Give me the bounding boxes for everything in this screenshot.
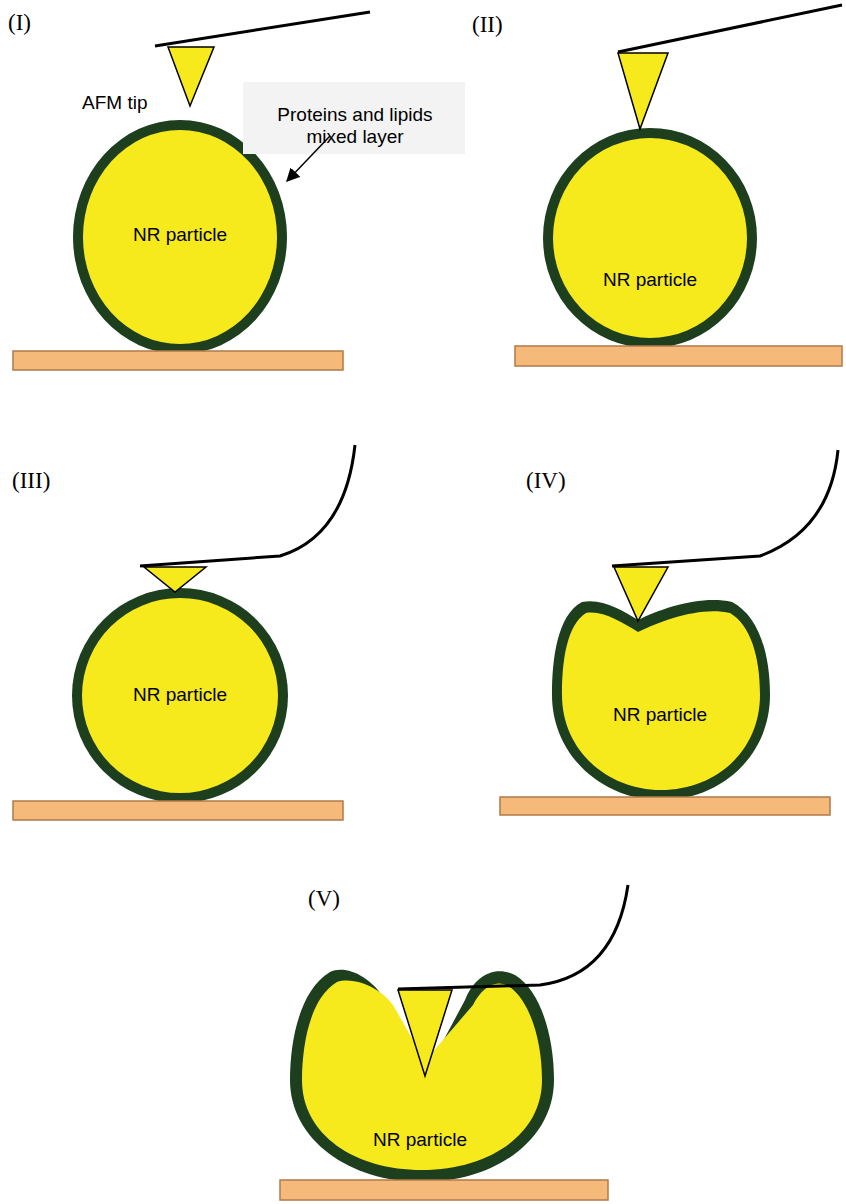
afm-tip bbox=[398, 990, 452, 1076]
protein-lipid-layer bbox=[73, 120, 287, 354]
protein-lipid-layer bbox=[552, 600, 770, 800]
panel-number: (III) bbox=[12, 468, 50, 494]
particle-node: NR particle bbox=[543, 128, 757, 348]
callout-label: Proteins and lipids mixed layer bbox=[255, 104, 455, 148]
panel-number: (II) bbox=[472, 12, 503, 38]
particle-node: NR particle bbox=[73, 120, 287, 354]
protein-lipid-layer bbox=[543, 128, 757, 348]
particle-label: NR particle bbox=[373, 1129, 467, 1151]
substrate bbox=[13, 351, 343, 370]
afm-tip bbox=[618, 53, 668, 129]
particle-label: NR particle bbox=[133, 684, 227, 706]
particle-label: NR particle bbox=[613, 704, 707, 726]
panel-number: (IV) bbox=[526, 468, 566, 494]
cantilever bbox=[140, 445, 355, 566]
particle-label: NR particle bbox=[603, 269, 697, 291]
cantilever bbox=[612, 450, 838, 566]
rubber-core bbox=[302, 981, 542, 1170]
particle-label: NR particle bbox=[133, 224, 227, 246]
substrate bbox=[13, 801, 343, 820]
particle-outline bbox=[543, 128, 757, 348]
cantilever bbox=[155, 12, 370, 46]
afm-tip bbox=[144, 567, 206, 592]
particle-node: NR particle bbox=[552, 590, 770, 800]
protein-lipid-layer bbox=[72, 588, 288, 803]
panel-number: (I) bbox=[8, 10, 31, 36]
substrate bbox=[500, 797, 830, 815]
substrate bbox=[515, 346, 842, 366]
protein-lipid-layer bbox=[290, 970, 554, 1182]
part-label: AFM tip bbox=[82, 92, 147, 114]
substrate bbox=[280, 1180, 608, 1200]
afm-tip bbox=[614, 567, 668, 621]
rubber-core bbox=[553, 138, 747, 338]
rubber-core bbox=[82, 598, 278, 793]
rubber-core bbox=[562, 611, 760, 790]
cantilever bbox=[398, 885, 628, 989]
cantilever bbox=[618, 5, 842, 52]
afm-tip bbox=[168, 47, 214, 106]
callout-background bbox=[243, 82, 465, 154]
panel-number: (V) bbox=[308, 886, 340, 912]
particle-node: NR particle bbox=[72, 588, 288, 803]
particle-outline bbox=[552, 590, 770, 800]
rubber-core bbox=[83, 130, 277, 344]
